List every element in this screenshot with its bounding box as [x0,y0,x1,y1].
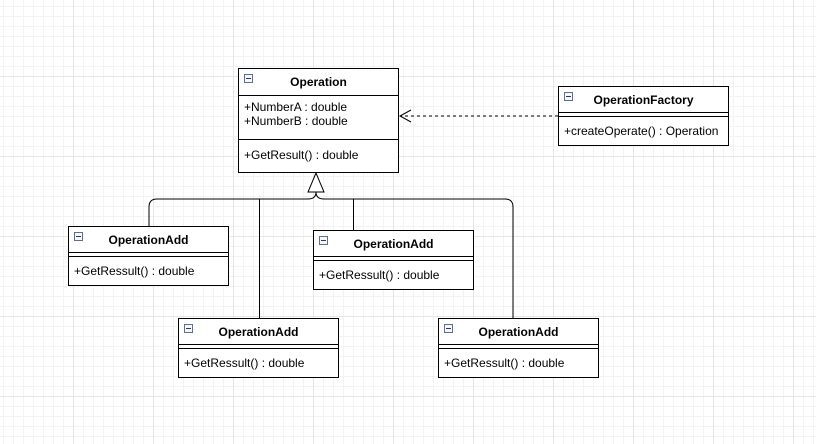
method-get-ressult: +GetRessult() : double [444,356,565,370]
operation-add-methods: +GetRessult() : double [69,257,228,285]
operation-add-class-name: OperationAdd [353,237,434,251]
operation-add-class[interactable]: OperationAdd +GetRessult() : double [178,318,339,378]
operation-add-class-name: OperationAdd [108,233,189,247]
operation-add-attributes [439,345,598,349]
operation-add-class-header[interactable]: OperationAdd [439,319,598,345]
operation-add-class-header[interactable]: OperationAdd [69,227,228,253]
operation-class[interactable]: Operation +NumberA : double +NumberB : d… [238,68,399,173]
operation-attributes: +NumberA : double +NumberB : double [239,96,398,140]
attribute-number-a: +NumberA : double [244,100,348,114]
operation-add-attributes [314,257,473,261]
operation-add-class-name: OperationAdd [218,325,299,339]
generalization-line-sub1[interactable] [148,191,317,226]
collapse-icon[interactable] [244,74,253,83]
attribute-number-b: +NumberB : double [244,114,348,128]
method-get-ressult: +GetRessult() : double [74,264,195,278]
method-create-operate: +createOperate() : Operation [564,124,719,138]
collapse-icon[interactable] [319,236,328,245]
generalization-arrowhead [307,171,325,193]
operation-methods: +GetResult() : double [239,140,398,172]
operation-factory-methods: +createOperate() : Operation [559,117,728,145]
operation-add-attributes [179,345,338,349]
operation-factory-class-header[interactable]: OperationFactory [559,87,728,113]
operation-factory-class-name: OperationFactory [593,93,694,107]
collapse-icon[interactable] [564,92,573,101]
operation-add-class-header[interactable]: OperationAdd [179,319,338,345]
collapse-icon[interactable] [444,324,453,333]
method-get-result: +GetResult() : double [244,148,359,162]
method-get-ressult: +GetRessult() : double [184,356,305,370]
operation-add-methods: +GetRessult() : double [179,349,338,377]
collapse-icon[interactable] [184,324,193,333]
operation-add-class[interactable]: OperationAdd +GetRessult() : double [438,318,599,378]
operation-add-class[interactable]: OperationAdd +GetRessult() : double [68,226,229,286]
operation-factory-attributes [559,113,728,117]
operation-class-name: Operation [290,75,347,89]
operation-add-class-header[interactable]: OperationAdd [314,231,473,257]
operation-add-class-name: OperationAdd [478,325,559,339]
operation-add-methods: +GetRessult() : double [314,261,473,289]
operation-add-attributes [69,253,228,257]
operation-class-header[interactable]: Operation [239,69,398,96]
operation-add-methods: +GetRessult() : double [439,349,598,377]
collapse-icon[interactable] [74,232,83,241]
operation-add-class[interactable]: OperationAdd +GetRessult() : double [313,230,474,290]
dependency-arrowhead [398,109,412,123]
method-get-ressult: +GetRessult() : double [319,268,440,282]
operation-factory-class[interactable]: OperationFactory +createOperate() : Oper… [558,86,729,146]
